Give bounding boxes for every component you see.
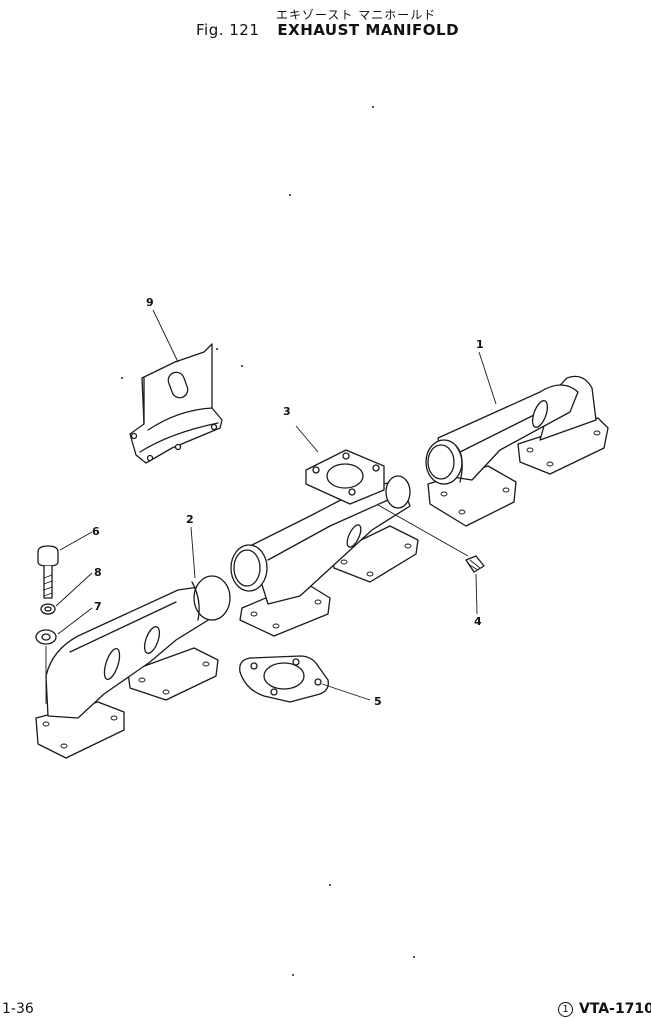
callout-7: 7 [94, 600, 102, 613]
callout-9: 9 [146, 296, 154, 309]
part-8-lock-washer [40, 603, 56, 615]
page-number: 1-36 [2, 1001, 34, 1017]
leader-lines [55, 309, 497, 701]
part-2-manifold-end-left [35, 575, 231, 759]
callout-4: 4 [474, 615, 482, 628]
part-4-plug [465, 555, 485, 573]
callout-1: 1 [476, 338, 484, 351]
callout-5: 5 [374, 695, 382, 708]
callout-3: 3 [283, 405, 291, 418]
title-japanese: エキゾースト マニホールド [276, 8, 437, 22]
part-9-heat-shield [129, 343, 223, 464]
part-1-manifold-end-right [425, 375, 609, 527]
part-3-manifold-center [230, 449, 419, 637]
callout-8: 8 [94, 566, 102, 579]
figure-title: Fig. 121 EXHAUST MANIFOLD [196, 21, 459, 39]
part-7-washer [35, 629, 57, 645]
part-5-gasket [239, 655, 329, 703]
document-code: 1 VTA-1710 [558, 1001, 651, 1017]
speckle-dots [121, 106, 415, 976]
revision-mark: 1 [558, 1002, 573, 1017]
figure-number: Fig. 121 [196, 21, 260, 39]
callout-6: 6 [92, 525, 100, 538]
document-code-text: VTA-1710 [579, 1001, 651, 1017]
callout-2: 2 [186, 513, 194, 526]
part-6-bolt [37, 545, 59, 599]
figure-title-text: EXHAUST MANIFOLD [277, 21, 460, 39]
